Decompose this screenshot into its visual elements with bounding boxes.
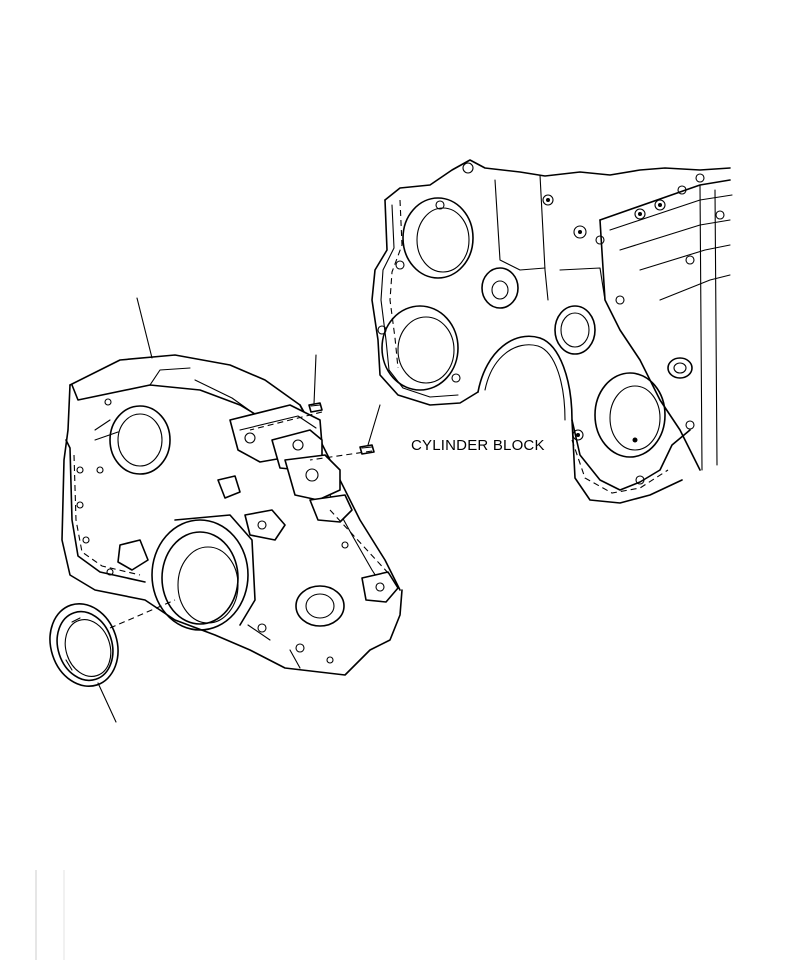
callout-lines bbox=[97, 297, 391, 723]
cylinder-block bbox=[371, 159, 733, 504]
scan-artifacts bbox=[35, 870, 65, 960]
oil-seal bbox=[49, 602, 119, 688]
front-cover-case bbox=[61, 354, 403, 676]
cylinder-block-label: CYLINDER BLOCK bbox=[411, 437, 545, 454]
